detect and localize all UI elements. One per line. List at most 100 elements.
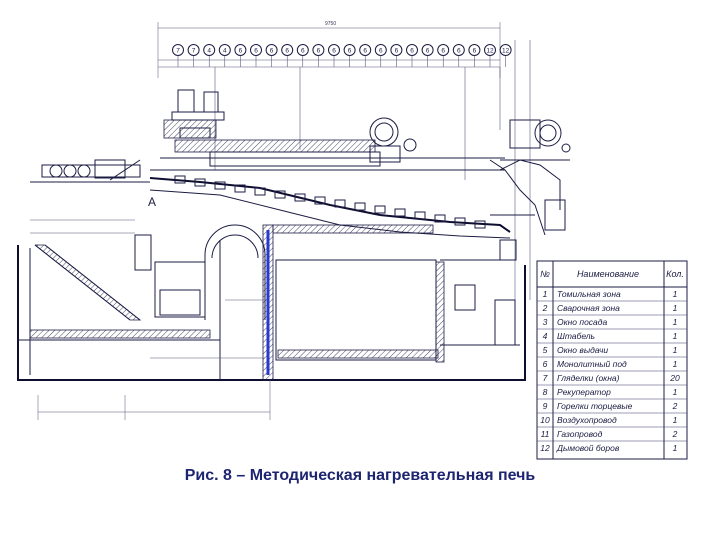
section-label: А <box>148 195 156 209</box>
callout-circle <box>343 44 356 56</box>
table-cell-name: Дымовой боров <box>556 443 620 453</box>
burner <box>174 175 186 184</box>
callout-number: 6 <box>426 48 430 55</box>
burner <box>354 202 366 211</box>
arch <box>204 224 266 320</box>
table-cell-no: 12 <box>540 443 550 453</box>
callout-circle <box>421 44 434 56</box>
callout-circle <box>484 44 496 56</box>
callout-circle <box>187 44 200 56</box>
charging-roller-table <box>30 159 150 183</box>
table-cell-qty: 20 <box>669 373 680 383</box>
table-cell-no: 1 <box>543 289 548 299</box>
callout-number: 6 <box>348 48 352 55</box>
table-cell-qty: 2 <box>672 401 678 411</box>
burner <box>374 205 386 214</box>
callout-number: 6 <box>473 48 477 55</box>
table-header-name: Наименование <box>577 269 639 279</box>
table-cell-name: Окно выдачи <box>557 345 608 355</box>
table-cell-name: Штабель <box>557 331 595 341</box>
callout-number: 6 <box>285 48 289 55</box>
callout-number: 7 <box>192 48 196 55</box>
callout-number: 4 <box>207 48 211 55</box>
table-cell-no: 7 <box>543 373 548 383</box>
callout-number: 6 <box>441 48 445 55</box>
burner <box>274 190 286 199</box>
callout-circle <box>390 44 403 56</box>
callout-number: 12 <box>502 48 510 55</box>
callout-circle <box>499 44 512 56</box>
table-cell-no: 2 <box>542 303 548 313</box>
recuperator <box>369 117 571 163</box>
table-cell-no: 3 <box>543 317 548 327</box>
callout-number: 6 <box>457 48 461 55</box>
callout-number: 6 <box>317 48 321 55</box>
callout-number: 6 <box>254 48 258 55</box>
vertical-guides <box>214 40 531 330</box>
callout-circle <box>203 44 216 56</box>
table-cell-name: Газопровод <box>557 429 603 439</box>
table-cell-qty: 1 <box>673 443 678 453</box>
burner <box>434 214 446 223</box>
burner <box>394 208 406 217</box>
table-cell-no: 9 <box>543 401 548 411</box>
table-cell-no: 4 <box>543 331 548 341</box>
table-cell-qty: 1 <box>673 359 678 369</box>
table-cell-qty: 1 <box>673 387 678 397</box>
callout-number: 6 <box>270 48 274 55</box>
burner <box>334 199 346 208</box>
callout-number: 6 <box>379 48 383 55</box>
callout-circle <box>437 44 450 56</box>
callout-circle <box>312 44 325 56</box>
callout-circle <box>172 44 184 56</box>
figure-caption: Рис. 8 – Методическая нагревательная печ… <box>184 467 536 484</box>
callout-circle <box>406 44 418 56</box>
table-cell-name: Гляделки (окна) <box>557 373 620 383</box>
table-cell-no: 11 <box>541 429 550 439</box>
table-cell-qty: 1 <box>673 345 678 355</box>
callout-number: 7 <box>176 48 180 55</box>
table-cell-name: Рекуператор <box>557 387 611 397</box>
callout-circle <box>218 44 231 56</box>
left-dimensions: А <box>30 195 271 420</box>
burner <box>194 178 206 187</box>
flue-stack <box>163 89 225 139</box>
discharge-end <box>489 159 566 261</box>
burner <box>414 211 426 220</box>
table-header-no: № <box>540 269 550 279</box>
burner <box>214 181 226 190</box>
callout-circle <box>468 44 481 56</box>
table-cell-no: 6 <box>543 359 548 369</box>
callout-circle <box>328 44 340 56</box>
callout-number: 6 <box>363 48 367 55</box>
table-cell-no: 5 <box>543 345 548 355</box>
table-cell-qty: 1 <box>673 303 678 313</box>
burner <box>254 187 266 196</box>
callout-number: 6 <box>239 48 243 55</box>
table-cell-name: Окно посада <box>557 317 607 327</box>
table-cell-qty: 2 <box>672 429 678 439</box>
callout-number: 12 <box>486 48 494 55</box>
table-cell-name: Сварочная зона <box>557 303 620 313</box>
table-cell-qty: 1 <box>673 415 678 425</box>
table-header-qty: Кол. <box>666 269 684 279</box>
stair-ramp <box>34 234 206 321</box>
callout-circle <box>265 44 278 56</box>
callout-circle <box>234 44 247 56</box>
callout-number: 6 <box>301 48 305 55</box>
burner <box>234 184 246 193</box>
table-cell-no: 8 <box>543 387 548 397</box>
callout-circle <box>452 44 465 56</box>
callout-number: 6 <box>332 48 336 55</box>
furnace-foundation <box>17 224 526 381</box>
top-dimension-label: 9750 <box>325 21 336 27</box>
table-cell-name: Томильная зона <box>557 289 621 299</box>
callout-circle <box>281 44 294 56</box>
furnace-roof <box>149 139 511 239</box>
table-cell-qty: 1 <box>673 331 678 341</box>
table-cell-name: Воздухопровод <box>557 415 617 425</box>
callout-number: 6 <box>395 48 399 55</box>
table-cell-qty: 1 <box>673 317 678 327</box>
callout-circle <box>359 44 372 56</box>
